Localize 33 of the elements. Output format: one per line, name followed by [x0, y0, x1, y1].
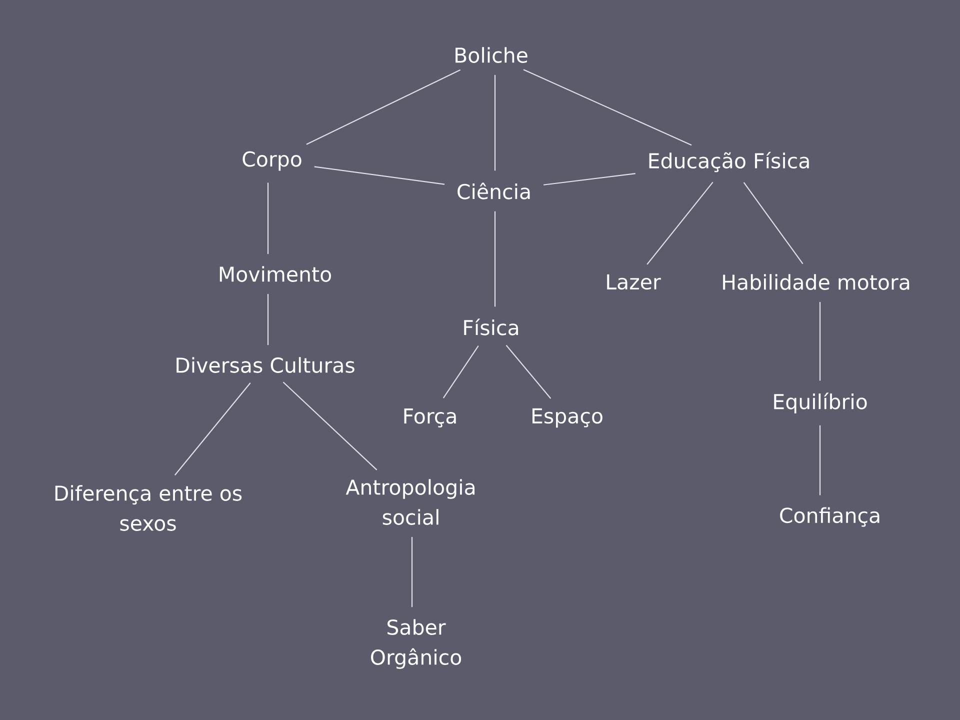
- concept-label: Diversas Culturas: [176, 357, 354, 373]
- concept-label: Ciência: [458, 182, 530, 200]
- concept-label: Diferença entre os sexos: [55, 485, 242, 531]
- connector-line: [494, 211, 496, 307]
- concept-label: Movimento: [220, 266, 331, 282]
- connector-line: [543, 172, 636, 186]
- concept-label: Antropologia social: [346, 479, 474, 525]
- connector-line: [819, 302, 821, 381]
- connector-line: [646, 182, 714, 265]
- connector-line: [819, 425, 821, 496]
- connector-line: [267, 294, 269, 346]
- concept-label: Física: [464, 318, 518, 336]
- connector-line: [282, 382, 378, 470]
- connector-line: [314, 166, 445, 185]
- connector-line: [174, 382, 251, 476]
- concept-label: Corpo: [242, 151, 302, 171]
- connector-line: [306, 69, 461, 145]
- connector-line: [523, 69, 692, 146]
- connector-line: [411, 536, 413, 608]
- concept-label: Habilidade motora: [723, 274, 910, 290]
- connector-line: [494, 74, 496, 171]
- connector-line: [743, 182, 804, 264]
- concept-label: Confiança: [780, 507, 880, 527]
- concept-label: Boliche: [456, 47, 528, 63]
- connector-line: [506, 344, 552, 399]
- concept-label: Educação Física: [649, 152, 809, 172]
- concept-label: Lazer: [607, 274, 661, 290]
- concept-label: Saber Orgânico: [371, 619, 462, 669]
- connector-line: [267, 182, 269, 254]
- concept-label: Equilíbrio: [774, 392, 867, 414]
- connector-line: [442, 346, 479, 398]
- concept-label: Força: [404, 408, 456, 428]
- concept-label: Espaço: [532, 408, 602, 428]
